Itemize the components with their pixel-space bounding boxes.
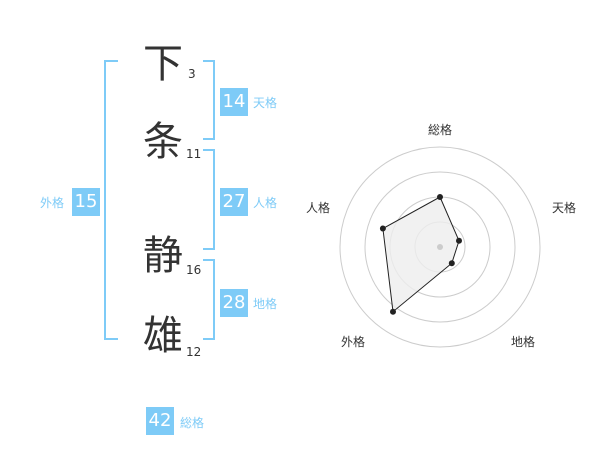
tenkaku-value: 14: [220, 88, 248, 116]
soukaku-value: 42: [146, 407, 174, 435]
radar-center-dot: [437, 244, 443, 250]
tenkaku-bracket: [203, 60, 215, 140]
radar-area: [382, 196, 460, 313]
gaikaku-value: 15: [72, 188, 100, 216]
gaikaku-bracket: [104, 60, 118, 340]
axis-label-chikaku: 地格: [511, 335, 536, 349]
jinkaku-value: 27: [220, 188, 248, 216]
soukaku-label: 総格: [180, 416, 205, 430]
name-char-1: 下: [143, 41, 183, 87]
radar-point-2: [448, 260, 455, 267]
axis-label-soukaku: 総格: [428, 123, 453, 137]
radar-ring-3: [364, 171, 516, 323]
chikaku-value: 28: [220, 289, 248, 317]
radar-point-0: [437, 194, 443, 200]
jinkaku-bracket: [203, 149, 215, 250]
axis-label-gaikaku: 外格: [341, 335, 366, 349]
jinkaku-label: 人格: [253, 196, 278, 210]
stroke-count-2: 11: [186, 147, 202, 161]
name-char-4: 雄: [143, 313, 183, 359]
stroke-count-1: 3: [188, 67, 196, 81]
radar-point-1: [456, 237, 462, 244]
radar-ring-4: [339, 146, 541, 348]
chikaku-label: 地格: [253, 297, 278, 311]
stroke-count-3: 16: [186, 263, 202, 277]
radar-point-3: [390, 308, 396, 315]
radar-point-4: [379, 225, 386, 232]
name-char-2: 条: [143, 119, 183, 165]
axis-label-jinkaku: 人格: [306, 201, 331, 215]
tenkaku-label: 天格: [253, 96, 278, 110]
axis-label-tenkaku: 天格: [552, 201, 577, 215]
name-char-3: 静: [143, 233, 183, 279]
stroke-count-4: 12: [186, 345, 202, 359]
chikaku-bracket: [203, 259, 215, 340]
gaikaku-label: 外格: [40, 196, 65, 210]
